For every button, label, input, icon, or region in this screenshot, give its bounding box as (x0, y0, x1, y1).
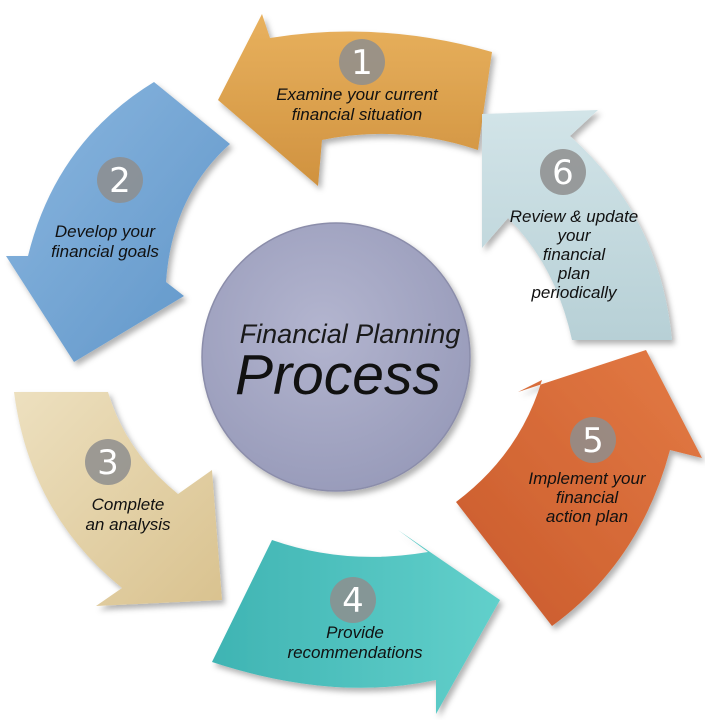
step-3-number: 3 (97, 443, 119, 483)
step-1-badge (339, 39, 385, 85)
step-6-arrow (482, 110, 672, 340)
step-2-number: 2 (109, 161, 131, 201)
step-3-arrow (14, 392, 222, 606)
step-5-arrow (456, 350, 702, 626)
step-5-badge (570, 417, 616, 463)
center-title: Financial Planning (240, 319, 461, 349)
step-2-label-line: Develop your (55, 222, 157, 241)
step-3-badge (85, 439, 131, 485)
step-5-label-line: financial (556, 488, 620, 507)
step-4-number: 4 (342, 581, 364, 621)
step-1-number: 1 (351, 43, 373, 83)
step-6-badge (540, 149, 586, 195)
step-4-label-line: Provide (326, 623, 384, 642)
step-4-label-line: recommendations (287, 643, 423, 662)
step-1-label-line: financial situation (292, 105, 422, 124)
center-process: Process (235, 343, 441, 407)
step-6-label-line: your (556, 226, 591, 245)
step-6-label-line: financial (543, 245, 607, 264)
step-1-arrow (218, 14, 492, 186)
step-1-label-line: Examine your current (276, 85, 439, 104)
center-circle (201, 222, 471, 492)
step-5-label-line: action plan (546, 507, 628, 526)
step-3-label-line: an analysis (85, 515, 171, 534)
step-2-label-line: financial goals (51, 242, 159, 261)
step-5-label-line: Implement your (528, 469, 646, 488)
step-4-badge (330, 577, 376, 623)
step-5-number: 5 (582, 421, 604, 461)
step-2-badge (97, 157, 143, 203)
step-3-label-line: Complete (92, 495, 165, 514)
step-6-label-line: Review & update (510, 207, 639, 226)
step-6-number: 6 (552, 153, 574, 193)
step-6-label-line: plan (557, 264, 590, 283)
step-6-label-line: periodically (530, 283, 618, 302)
step-2-arrow (6, 82, 230, 362)
